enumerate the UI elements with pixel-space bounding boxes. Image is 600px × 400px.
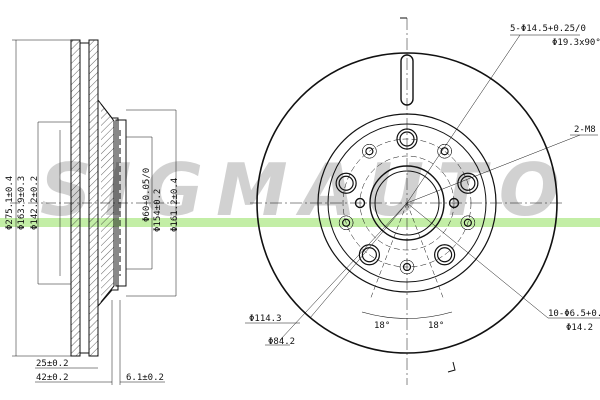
dim-outer-diameter: Φ275.1±0.4 — [5, 176, 15, 230]
dim-hat-diameter: Φ154±0.2 — [153, 189, 163, 232]
small-hole-counterbore — [338, 215, 354, 231]
angle-label-left: 18° — [374, 321, 390, 331]
callout-threads: 2-M8 — [574, 125, 596, 135]
callout-chamfer: Φ19.3x90° — [552, 38, 600, 48]
small-hole-counterbore — [399, 259, 415, 275]
small-hole — [463, 218, 472, 227]
dim-inner-diameter: Φ142.2±0.2 — [30, 176, 40, 230]
threaded-hole — [448, 197, 460, 209]
dim-hat-outer: Φ161.2±0.4 — [170, 178, 180, 232]
small-hole — [342, 218, 351, 227]
watermark-logo: SIGMAUTO — [40, 148, 560, 232]
bolt-hole-chamfer — [457, 172, 479, 194]
bolt-hole — [399, 131, 415, 147]
bolt-hole-chamfer — [396, 128, 418, 150]
callout-bolt-holes: 5-Φ14.5+0.25/0 — [510, 24, 586, 34]
callout-pcd-outer: Φ114.3 — [249, 314, 282, 324]
dim-hat-thickness: 6.1±0.2 — [126, 373, 164, 383]
small-hole-counterbore — [362, 143, 377, 159]
callout-pcd-inner: Φ84.2 — [268, 337, 295, 347]
bolt-hole — [338, 175, 354, 191]
bolt-hole-chamfer — [358, 244, 380, 266]
dim-center-bore: Φ60+0.05/0 — [142, 168, 152, 222]
watermark-band — [0, 218, 600, 227]
bolt-hole-chamfer — [434, 244, 456, 266]
side-view — [10, 39, 180, 385]
angle-label-right: 18° — [428, 321, 444, 331]
front-view — [245, 17, 600, 385]
bolt-hole — [437, 247, 453, 263]
callout-small-holes: 10-Φ6.5+0.25/0 — [548, 309, 600, 319]
bolt-hole — [460, 175, 476, 191]
small-hole — [403, 263, 411, 271]
small-hole — [365, 147, 374, 156]
dim-hat-outer-diameter: Φ163.9±0.3 — [17, 176, 27, 230]
bolt-hole-chamfer — [335, 172, 357, 194]
small-hole-counterbore — [460, 215, 476, 231]
small-hole — [440, 147, 449, 156]
dim-height: 42±0.2 — [36, 373, 69, 383]
dim-thickness: 25±0.2 — [36, 359, 69, 369]
hole-pattern — [335, 128, 479, 275]
callout-counterbore: Φ14.2 — [566, 323, 593, 333]
small-hole-counterbore — [437, 143, 452, 159]
bolt-hole — [361, 247, 377, 263]
threaded-hole — [354, 197, 366, 209]
